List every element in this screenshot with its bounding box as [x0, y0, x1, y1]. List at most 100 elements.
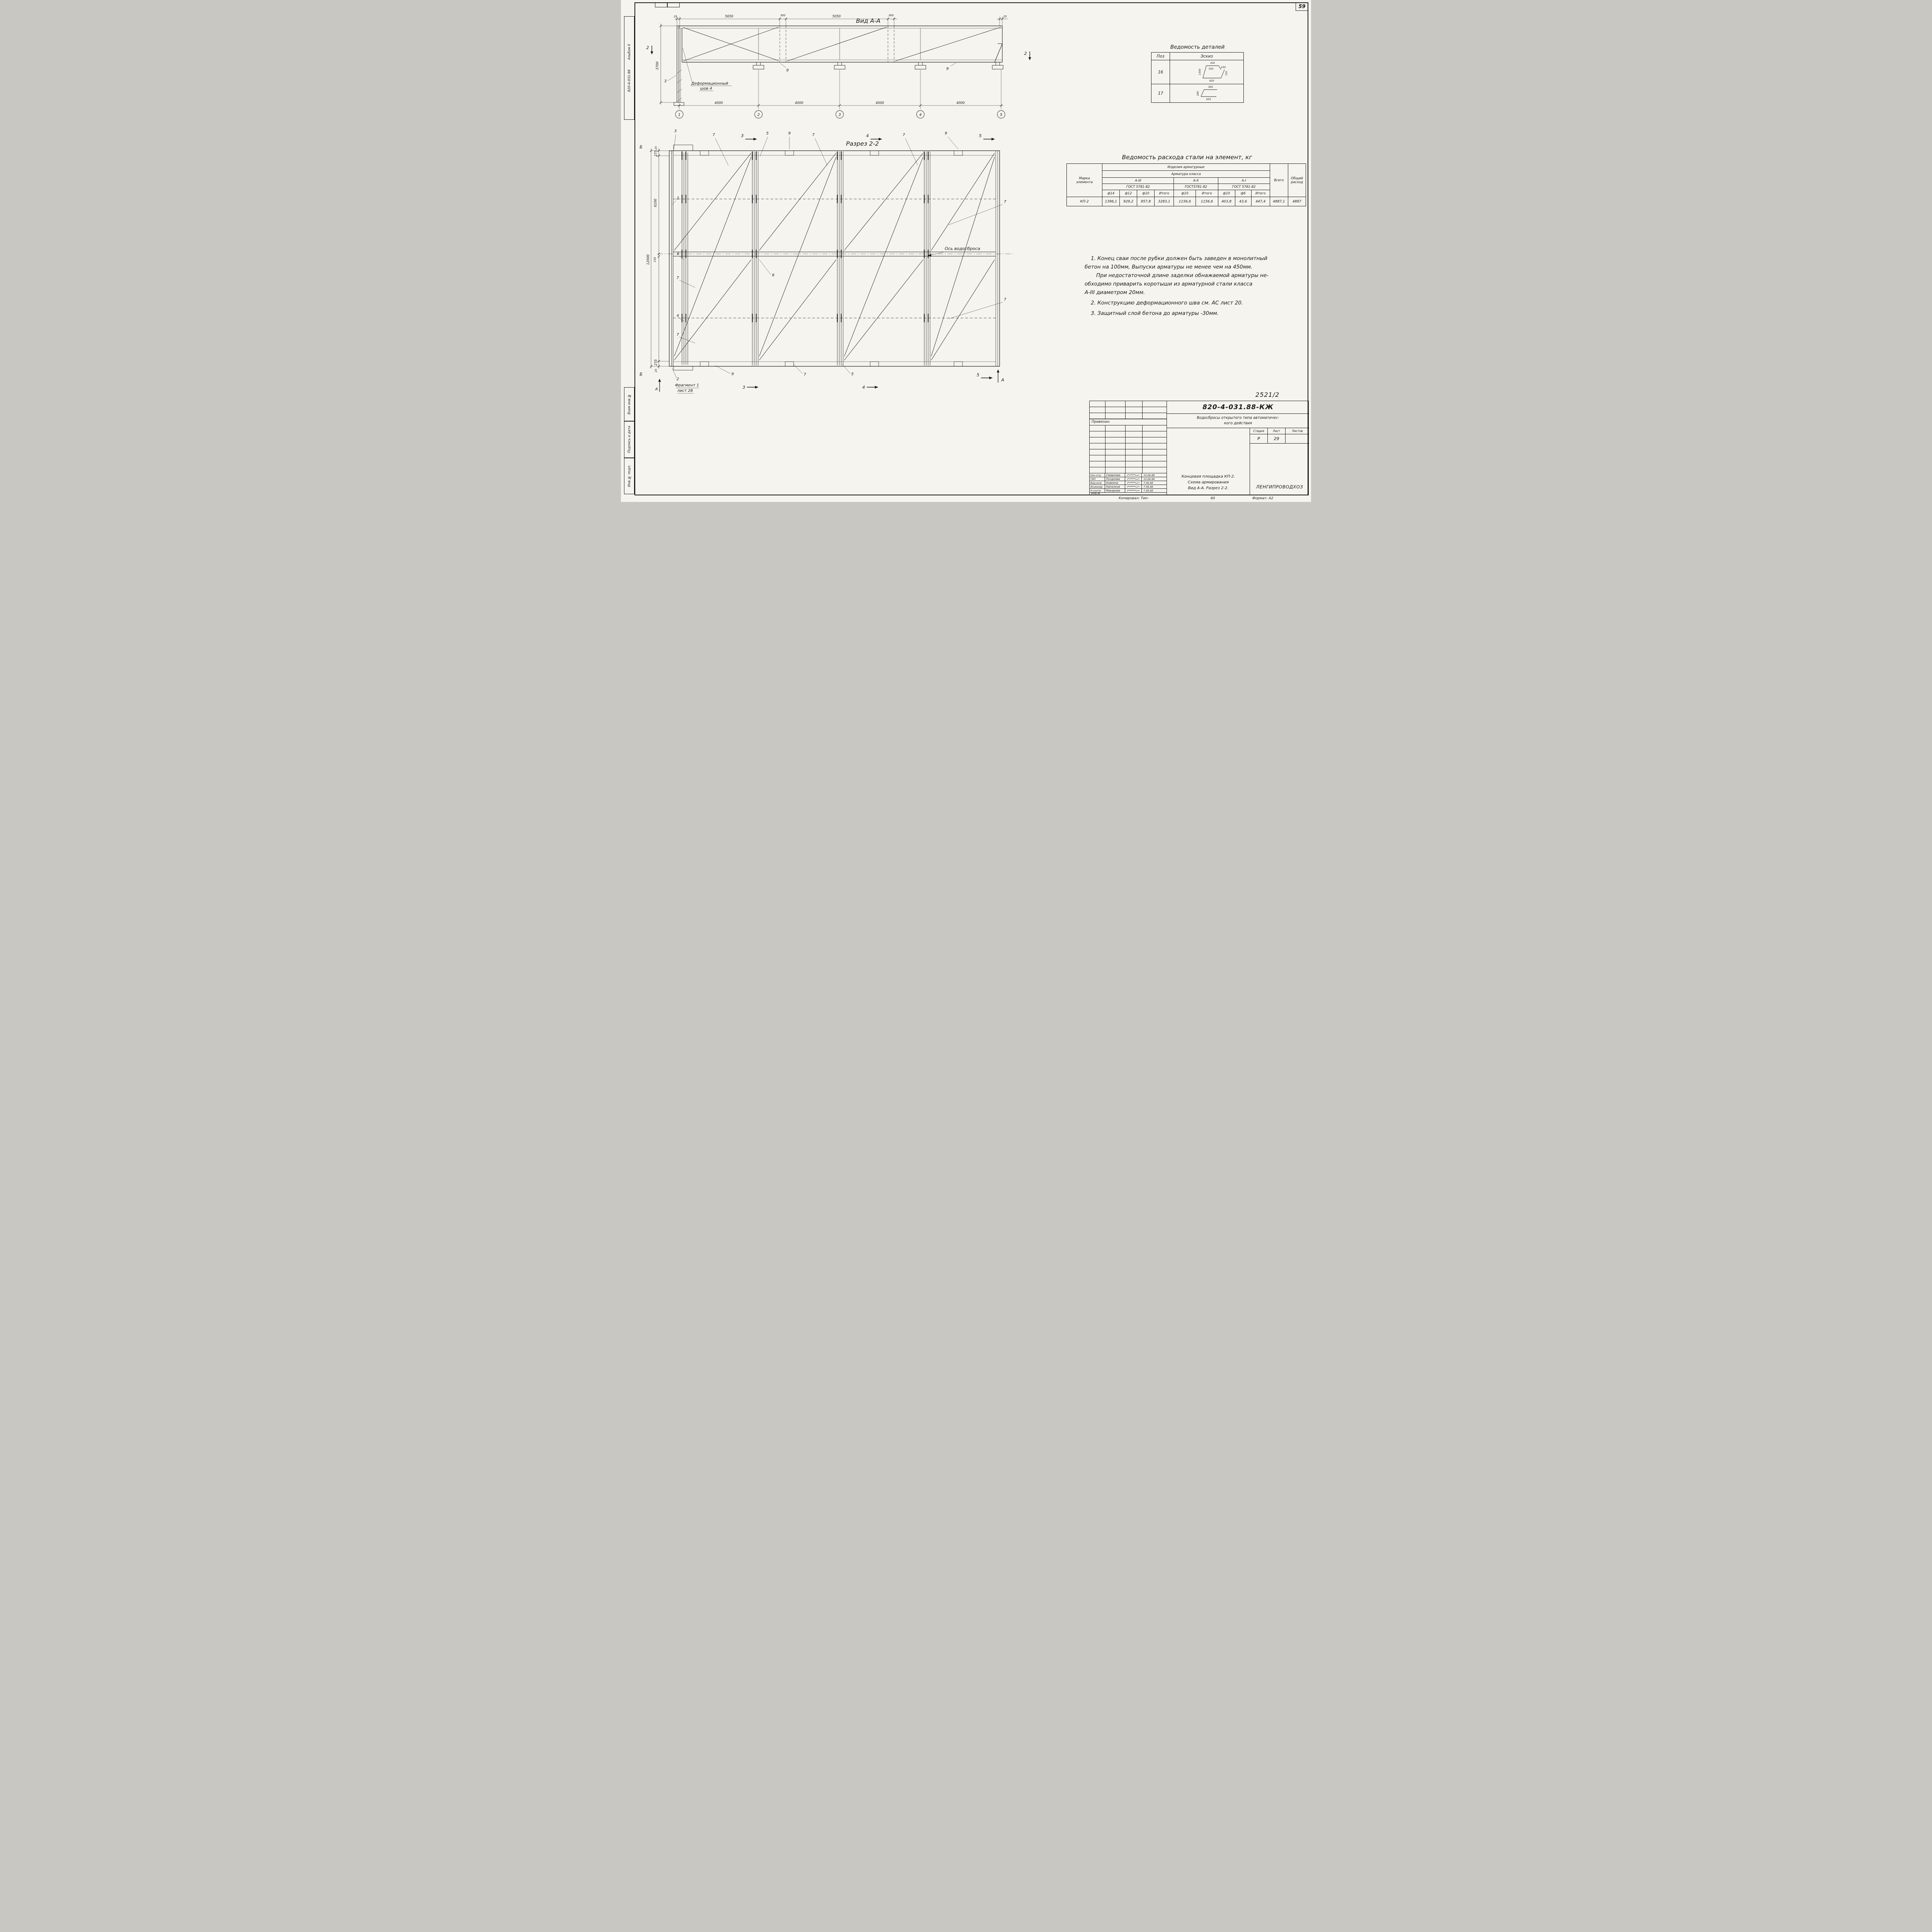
section-mark-label: 4: [862, 385, 865, 390]
dim-label: 150: [653, 257, 656, 262]
sig-name: Смирнова: [1105, 473, 1125, 477]
steel-value: 403,8: [1218, 197, 1235, 206]
note-line: обходимо приварить коротыши из арматурно…: [1085, 281, 1253, 287]
dim-label: 275: [654, 359, 658, 366]
signature-scribble: [1127, 478, 1140, 480]
steel-sub: Итого: [1251, 190, 1270, 197]
dim-label: 4000: [876, 101, 884, 105]
dim-label: 290: [1196, 91, 1199, 96]
steel-h-a2: А-II: [1173, 177, 1218, 184]
steel-value: 929,2: [1119, 197, 1138, 206]
dim-label: 230: [1221, 66, 1226, 69]
section-mark-label: 4: [866, 133, 869, 138]
details-table-block: Ведомость деталей Поз Эскиз 16 300 1300 …: [1151, 44, 1244, 103]
section-mark-label: 2: [1024, 51, 1027, 56]
margin-inv-label: Инв.№ подл.: [627, 465, 631, 487]
sheet-name-cell: Концевая площадка КП-2. Схема армировани…: [1167, 428, 1250, 495]
title-block-right: 820-4-031.88-КЖ Водосбросы открытого тип…: [1167, 401, 1309, 495]
signature-row: Н.контр Макарова 7.06.88: [1090, 489, 1167, 493]
sig-name: Напалков: [1105, 485, 1125, 489]
steel-sub: ф12: [1119, 190, 1138, 197]
steel-value: 4887,1: [1269, 197, 1288, 206]
pos-label: 9: [946, 67, 949, 71]
pos-label: 5: [851, 372, 854, 376]
kopiroval-label: Копировал: Тип-: [1119, 497, 1149, 500]
dim-label: 4000: [714, 101, 723, 105]
signature-row: ГИП Позднова 10.06.88: [1090, 477, 1167, 481]
note-line: 3. Защитный слой бетона до арматуры -30м…: [1091, 310, 1219, 316]
kopiroval-value: 60: [1211, 497, 1215, 500]
sig-role: Вед.инж: [1090, 481, 1105, 485]
details-sketch-16: 300 1300 350 720 620 230: [1170, 60, 1244, 84]
stamp-box: [667, 2, 680, 7]
signature-scribble: [1127, 482, 1140, 484]
sig-date: 10.06.88: [1143, 477, 1155, 481]
signature-scribble: [1127, 474, 1140, 476]
pos-label: 2: [677, 196, 679, 201]
details-row-pos: 17: [1151, 84, 1170, 103]
fragment-label: лист 28: [677, 389, 693, 393]
dim-label: 25: [655, 146, 658, 150]
pos-label: 7: [903, 133, 905, 137]
margin-docno-label: 820-4-031-88: [627, 70, 631, 92]
section-mark-label: 5: [977, 372, 980, 378]
sig-date: 7.06.88: [1143, 481, 1153, 485]
steel-value: 1156,6: [1173, 197, 1196, 206]
signature-row: Нач.отд Смирнова 10.06.88: [1090, 473, 1167, 478]
note-line: При недостаточной длине заделки обнажаем…: [1096, 272, 1269, 279]
axis-letter: Б: [639, 372, 643, 377]
title-block: Привязан: Нач.отд Смирнова 10.06.88 ГИП …: [1089, 401, 1309, 495]
dim-label: 5650: [725, 15, 733, 19]
steel-value: 1396,1: [1102, 197, 1120, 206]
margin-inv-cell: Инв.№ подл.: [624, 458, 634, 494]
dim-label: 25: [655, 369, 658, 372]
stamp-box: [655, 2, 667, 7]
steel-value: 447,4: [1251, 197, 1270, 206]
pos-label: 9: [731, 372, 734, 376]
dim-label: 300: [1210, 61, 1215, 65]
axis-letter: Б: [639, 145, 643, 150]
steel-sub: ф6: [1235, 190, 1252, 197]
inv-label: Инв.№: [1091, 492, 1100, 495]
sig-role: Инженер: [1090, 485, 1105, 489]
steel-gost: ГОСТ 5781-82: [1218, 184, 1270, 190]
signature-row: Вед.инж Ковкина 7.06.88: [1090, 481, 1167, 485]
format-label: Формат: А2: [1252, 497, 1274, 500]
steel-sub: ф14: [1102, 190, 1120, 197]
sheets-header: Листов: [1292, 429, 1303, 433]
details-col-sketch: Эскиз: [1170, 52, 1244, 60]
section-mark-label: 5: [979, 133, 982, 138]
section-22-title: Разрез 2-2: [846, 140, 879, 147]
note-line: 2. Конструкцию деформационного шва см. А…: [1091, 300, 1243, 306]
drawing-sheet: 59 Альбом II 820-4-031-88 Взам инв.№ Под…: [621, 0, 1311, 502]
steel-h-a1: А-I: [1218, 177, 1270, 184]
steel-gost: ГОСТ5781-82: [1173, 184, 1218, 190]
dim-label: 12000: [646, 254, 650, 265]
steel-h-a3: А-III: [1102, 177, 1174, 184]
dim-label: 4000: [956, 101, 965, 105]
sig-name: Позднова: [1105, 477, 1125, 481]
details-sketch-17: 365 290 655: [1170, 84, 1244, 103]
margin-vzam-cell: Взам инв.№: [624, 387, 634, 421]
grid-bubble-label: 5: [1000, 113, 1002, 117]
axis-letter: А: [655, 387, 658, 391]
view-aa-title: Вид А-А: [856, 17, 880, 24]
sig-date: 7.06.88: [1143, 485, 1153, 488]
joint-label: шов 4: [700, 87, 712, 91]
privyazan-label: Привязан:: [1092, 420, 1111, 424]
dim-label: 1300: [1198, 69, 1201, 75]
section-22-drawing: Разрез 2-2 Б Б А А 3 7 3 5 9 7 4 7 9 5 2…: [639, 129, 1013, 394]
drawing-frame: [634, 2, 1308, 495]
sig-role: ГИП: [1090, 477, 1105, 481]
details-table: Поз Эскиз 16 300 1300 350 720 620 230: [1151, 52, 1244, 103]
dim-label: 620: [1209, 79, 1214, 82]
steel-value: 3283,1: [1154, 197, 1174, 206]
pos-label: 7: [804, 372, 806, 377]
fragment-label: Фрагмент 1: [675, 383, 699, 388]
details-row-pos: 16: [1151, 60, 1170, 84]
signature-rows: Нач.отд Смирнова 10.06.88 ГИП Позднова 1…: [1090, 473, 1167, 493]
pos-label: 7: [1004, 200, 1007, 204]
sig-date: 10.06.88: [1143, 473, 1155, 477]
empty-grid: [1090, 425, 1167, 474]
